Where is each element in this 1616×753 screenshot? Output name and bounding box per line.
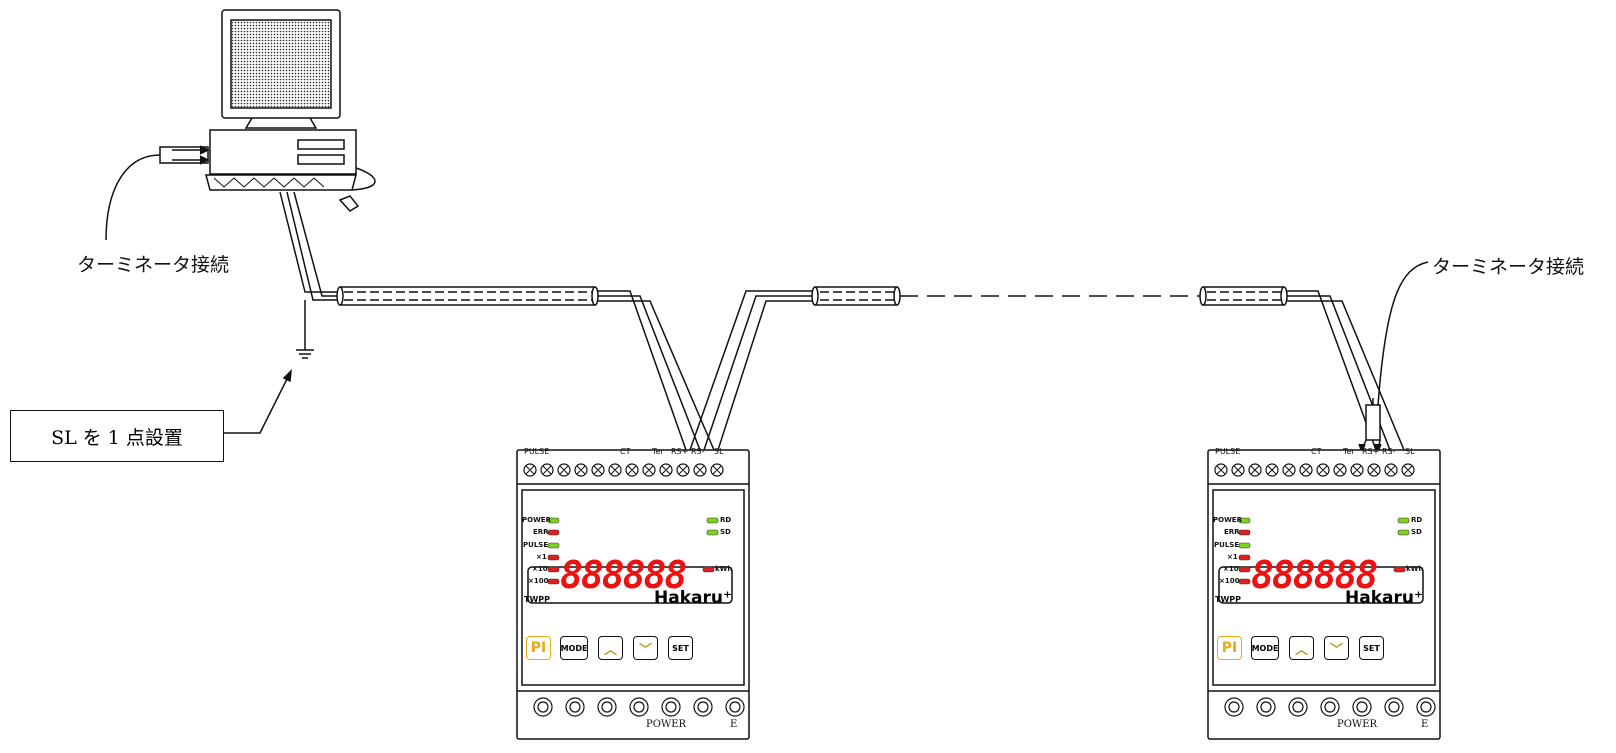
- brand-logo: Hakaru⁺: [1345, 588, 1423, 608]
- led-label-sd: SD: [720, 528, 731, 536]
- pi-button[interactable]: PI: [1217, 636, 1242, 660]
- led-label-x1: ×1: [1227, 553, 1238, 561]
- terminal-label-ter: Ter: [652, 447, 664, 456]
- led-label-pulse: PULSE: [1214, 541, 1240, 549]
- led-label-x100: ×100: [1219, 577, 1240, 585]
- model-label: TWPP: [1215, 595, 1242, 604]
- set-button[interactable]: SET: [1359, 636, 1384, 660]
- led-label-err: ERR: [1224, 528, 1240, 536]
- down-button[interactable]: ﹀: [633, 636, 658, 660]
- led-label-sd: SD: [1411, 528, 1422, 536]
- led-label-rd: RD: [720, 516, 732, 524]
- up-button[interactable]: ︿: [598, 636, 623, 660]
- down-button[interactable]: ﹀: [1324, 636, 1349, 660]
- sl-ground-text: SL を 1 点設置: [51, 426, 183, 449]
- terminal-label-ct: CT: [1311, 447, 1322, 456]
- led-label-x10: ×10: [532, 565, 548, 573]
- led-label-power: POWER: [522, 516, 551, 524]
- energy-meter-2: PULSE CT Ter RS+ RS- SL POWER ERR PULSE …: [1207, 447, 1441, 753]
- terminal-label-rs-minus: RS-: [691, 447, 705, 456]
- terminal-label-power: POWER: [646, 719, 687, 730]
- brand-logo: Hakaru⁺: [654, 588, 732, 608]
- mode-button[interactable]: MODE: [1251, 636, 1279, 660]
- terminal-label-e: E: [730, 719, 738, 730]
- computer: [105, 9, 376, 241]
- led-label-x1: ×1: [536, 553, 547, 561]
- terminal-label-power: POWER: [1337, 719, 1378, 730]
- terminal-label-rs-plus: RS+: [671, 447, 689, 456]
- terminal-label-rs-minus: RS-: [1382, 447, 1396, 456]
- seven-segment-display: 888888: [560, 553, 687, 597]
- led-label-power: POWER: [1213, 516, 1242, 524]
- terminal-label-ct: CT: [620, 447, 631, 456]
- terminator-label-right: ターミネータ接続: [1432, 256, 1585, 278]
- terminal-label-rs-plus: RS+: [1362, 447, 1380, 456]
- sl-ground-label: SL を 1 点設置: [10, 410, 224, 462]
- terminal-label-pulse: PULSE: [1215, 447, 1241, 456]
- led-label-x100: ×100: [528, 577, 549, 585]
- led-label-rd: RD: [1411, 516, 1423, 524]
- led-label-kwh: kWh: [1406, 565, 1424, 573]
- led-label-err: ERR: [533, 528, 549, 536]
- terminal-label-ter: Ter: [1343, 447, 1355, 456]
- mode-button[interactable]: MODE: [560, 636, 588, 660]
- terminal-label-sl: SL: [714, 447, 724, 456]
- led-label-x10: ×10: [1223, 565, 1239, 573]
- led-label-kwh: kWh: [715, 565, 733, 573]
- terminator-label-left: ターミネータ接続: [77, 254, 230, 276]
- led-label-pulse: PULSE: [523, 541, 549, 549]
- terminal-label-e: E: [1421, 719, 1429, 730]
- terminal-label-sl: SL: [1405, 447, 1415, 456]
- energy-meter-1: PULSE CT Ter RS+ RS- SL POWER ERR PULSE …: [516, 447, 750, 753]
- seven-segment-display: 888888: [1251, 553, 1378, 597]
- model-label: TWPP: [524, 595, 551, 604]
- set-button[interactable]: SET: [668, 636, 693, 660]
- terminal-label-pulse: PULSE: [524, 447, 550, 456]
- pi-button[interactable]: PI: [526, 636, 551, 660]
- up-button[interactable]: ︿: [1289, 636, 1314, 660]
